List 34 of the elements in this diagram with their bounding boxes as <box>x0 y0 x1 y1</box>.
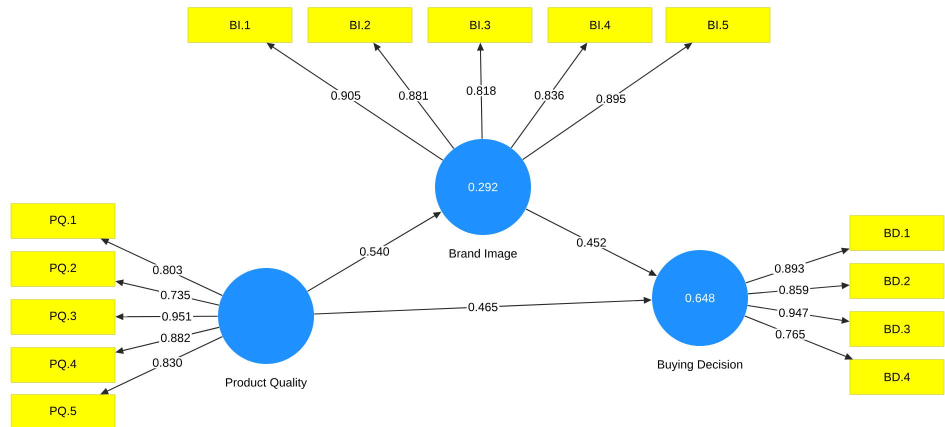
construct-label: Product Quality <box>226 378 307 390</box>
indicator-box: BD.3 <box>850 311 944 347</box>
indicator-box: BI.5 <box>666 7 770 43</box>
indicator-box: BI.3 <box>428 7 532 43</box>
edge-label: 0.895 <box>594 93 628 104</box>
edge-label: 0.465 <box>466 301 500 313</box>
indicator-box: PQ.2 <box>10 251 116 287</box>
indicator-box: PQ.5 <box>10 394 116 427</box>
edge-label: 0.765 <box>774 328 807 340</box>
edge-label: 0.818 <box>464 85 498 96</box>
edge-label: 0.881 <box>397 90 430 102</box>
indicator-box: BI.4 <box>548 7 652 43</box>
indicator-box: BD.1 <box>850 215 944 251</box>
indicator-box: BD.2 <box>850 263 944 299</box>
edge-label: 0.803 <box>151 264 184 276</box>
edge-label: 0.905 <box>329 90 362 102</box>
edge-label: 0.452 <box>575 236 608 248</box>
edge-label: 0.836 <box>532 90 566 101</box>
indicator-box: BD.4 <box>850 359 944 395</box>
indicator-box: BI.2 <box>308 7 412 43</box>
edge-label: 0.893 <box>773 262 806 274</box>
indicator-box: BI.1 <box>188 7 292 43</box>
indicator-box: PQ.4 <box>10 347 116 383</box>
edge-label: 0.830 <box>151 357 184 368</box>
indicator-box: PQ.1 <box>10 203 116 239</box>
indicator-box: PQ.3 <box>10 299 116 335</box>
edge-label: 0.859 <box>777 284 810 296</box>
edge-label: 0.735 <box>159 289 192 301</box>
construct-label: Buying Decision <box>658 360 742 372</box>
edge-label: 0.951 <box>160 310 194 322</box>
edge-label: 0.947 <box>777 307 810 318</box>
construct-label: Brand Image <box>450 248 517 260</box>
edge-label: 0.882 <box>159 332 192 344</box>
edge-label: 0.540 <box>358 246 391 258</box>
